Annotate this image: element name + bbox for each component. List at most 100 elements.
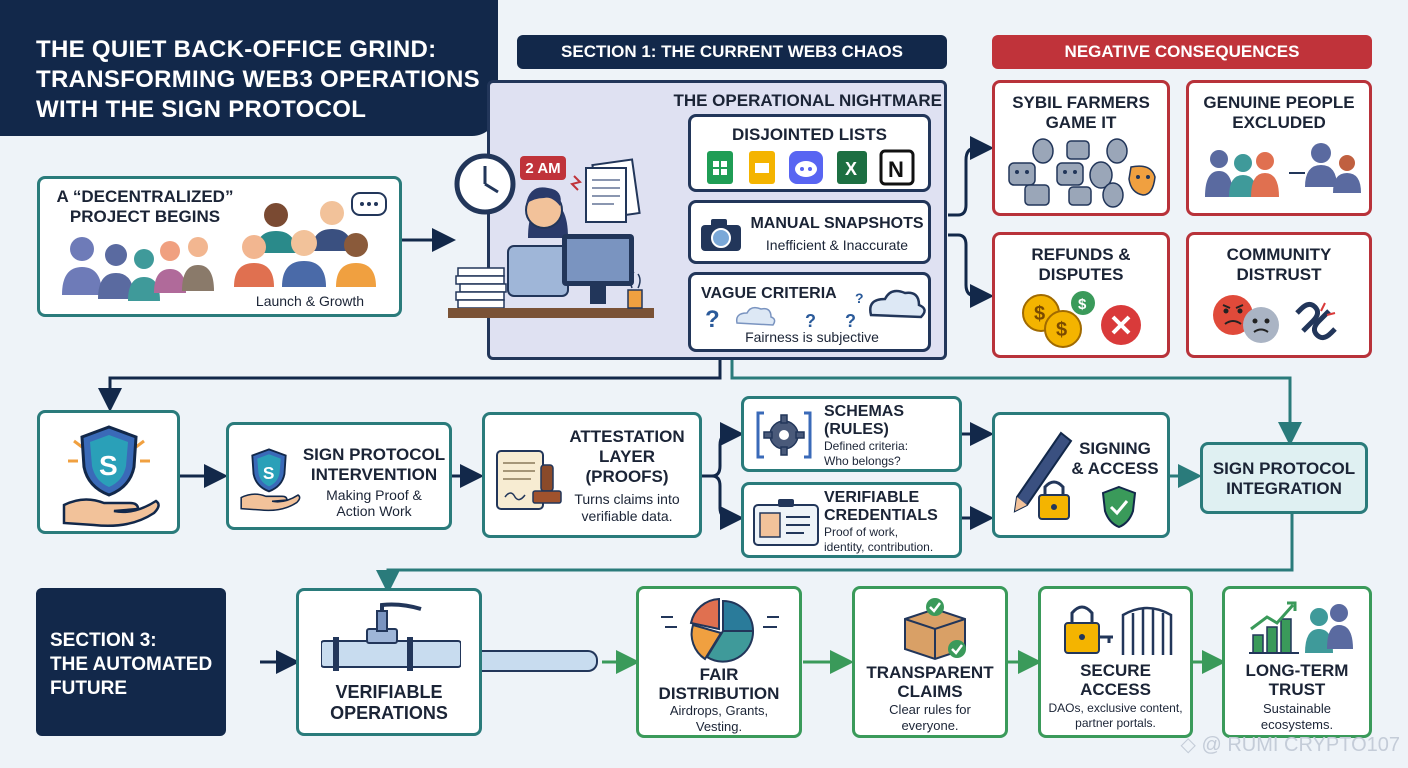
signing-access-card: SIGNING & ACCESS (992, 412, 1170, 538)
intervention-title-1: SIGN PROTOCOL (302, 445, 446, 464)
claims-title-2: CLAIMS (897, 682, 963, 701)
credentials-sub-1: Proof of work, (824, 525, 899, 539)
team-people-icon (234, 192, 387, 287)
signing-title-2: & ACCESS (1071, 459, 1159, 478)
svg-text:?: ? (845, 311, 856, 331)
credentials-card: VERIFIABLE CREDENTIALS Proof of work, id… (741, 482, 962, 558)
excluded-people-icon (1205, 143, 1361, 197)
attestation-card: ATTESTATION LAYER (PROOFS) Turns claims … (482, 412, 702, 538)
access-title-2: ACCESS (1080, 680, 1151, 699)
svg-text:X: X (845, 159, 857, 179)
angry-faces-broken-link-icon (1213, 295, 1337, 343)
intervention-sub-1: Making Proof & (326, 487, 422, 503)
schemas-card: SCHEMAS (RULES) Defined criteria: Who be… (741, 396, 962, 472)
signing-title-1: SIGNING (1079, 439, 1151, 458)
trust-title-2: TRUST (1268, 680, 1326, 699)
integration-title-1: SIGN PROTOCOL (1212, 459, 1356, 478)
access-sub-2: partner portals. (1075, 716, 1156, 730)
shield-hand-icon: S (62, 425, 160, 527)
svg-text:?: ? (855, 290, 864, 306)
ops-title-2: OPERATIONS (330, 703, 448, 723)
clock-badge: 2 AM (520, 156, 566, 180)
refunds-title-1: REFUNDS & (1031, 245, 1131, 264)
svg-text:?: ? (805, 311, 816, 331)
google-sheets-icon (707, 151, 733, 184)
project-title-1: A “DECENTRALIZED” (56, 187, 234, 206)
camera-icon (701, 219, 741, 251)
cloud-question-icon: ? ? ? ? (705, 289, 926, 331)
credentials-title-2: CREDENTIALS (824, 507, 938, 524)
discord-icon (789, 151, 823, 184)
claims-sub-2: everyone. (901, 718, 959, 733)
ops-title-1: VERIFIABLE (335, 682, 443, 702)
check-shield-icon (1101, 485, 1137, 529)
criteria-subtitle: Fairness is subjective (745, 329, 879, 345)
watermark: ◇ @ RUMI CRYPTO107 (1180, 734, 1400, 756)
community-distrust-card: COMMUNITY DISTRUST (1186, 232, 1372, 358)
svg-text:S: S (263, 463, 275, 483)
panel-title: THE OPERATIONAL NIGHTMARE (673, 91, 942, 110)
section3-header: SECTION 3: THE AUTOMATED FUTURE (36, 588, 226, 736)
svg-text:N: N (888, 157, 904, 182)
attestation-sub-2: verifiable data. (581, 508, 673, 524)
google-slides-icon (749, 151, 775, 184)
svg-text:$: $ (1078, 296, 1087, 313)
sign-protocol-integration-box: SIGN PROTOCOL INTEGRATION (1200, 442, 1368, 514)
pie-chart-icon (661, 597, 779, 663)
section3-header-1: SECTION 3: (50, 630, 157, 651)
community-people-icon (62, 237, 214, 301)
project-begins-card: A “DECENTRALIZED” PROJECT BEGINS Launch … (37, 176, 402, 317)
claims-sub-1: Clear rules for (889, 702, 971, 717)
title-line-3: WITH THE SIGN PROTOCOL (36, 96, 367, 123)
trust-sub-2: ecosystems. (1260, 717, 1334, 732)
project-subtitle: Launch & Growth (255, 293, 365, 309)
schemas-title-1: SCHEMAS (824, 403, 905, 420)
sybil-title-2: GAME IT (1045, 113, 1117, 132)
access-sub-1: DAOs, exclusive content, (1048, 701, 1183, 715)
id-card-icon (753, 499, 819, 546)
integration-title-2: INTEGRATION (1226, 479, 1342, 498)
negative-consequences-header: NEGATIVE CONSEQUENCES (992, 35, 1372, 69)
excluded-title-1: GENUINE PEOPLE (1203, 93, 1355, 112)
sybil-farmers-card: SYBIL FARMERS GAME IT (992, 80, 1170, 216)
credentials-sub-2: identity, contribution. (824, 540, 934, 554)
vague-criteria-card: VAGUE CRITERIA ? ? ? ? Fairness is subje… (688, 272, 931, 352)
attestation-sub-1: Turns claims into (574, 491, 680, 507)
long-term-trust-card: LONG-TERM TRUST Sustainable ecosystems. (1222, 586, 1372, 738)
excluded-title-2: EXCLUDED (1232, 113, 1326, 132)
intervention-card: S SIGN PROTOCOL INTERVENTION Making Proo… (226, 422, 452, 530)
pen-lock-icon (1013, 431, 1073, 520)
svg-text:S: S (99, 450, 118, 481)
credentials-title-1: VERIFIABLE (824, 489, 920, 506)
sign-shield-card: S (37, 410, 180, 534)
distrust-title-2: DISTRUST (1236, 265, 1322, 284)
svg-text:$: $ (1056, 319, 1067, 341)
stressed-worker-illustration (448, 153, 654, 318)
fair-sub-2: Vesting. (695, 719, 743, 734)
coins-x-icon: $ $ $ (1022, 291, 1141, 348)
secure-access-card: SECURE ACCESS DAOs, exclusive content, p… (1038, 586, 1193, 738)
box-check-icon (904, 598, 966, 661)
fair-title-1: FAIR (699, 665, 739, 684)
fair-title-2: DISTRIBUTION (658, 684, 780, 703)
notion-icon: N (879, 149, 915, 186)
title-banner: THE QUIET BACK-OFFICE GRIND: TRANSFORMIN… (0, 0, 498, 136)
svg-text:$: $ (1034, 303, 1045, 325)
attestation-title-1: ATTESTATION (569, 427, 685, 446)
intervention-title-2: INTERVENTION (310, 465, 438, 484)
intervention-sub-2: Action Work (336, 503, 412, 519)
shield-hand-small-icon: S (240, 448, 301, 512)
distrust-title-1: COMMUNITY (1226, 245, 1332, 264)
title-line-2: TRANSFORMING WEB3 OPERATIONS (36, 66, 480, 93)
section3-header-2: THE AUTOMATED (50, 654, 213, 675)
lock-gate-icon (1064, 605, 1173, 655)
refunds-disputes-card: REFUNDS & DISPUTES $ $ $ (992, 232, 1170, 358)
section3-header-3: FUTURE (50, 678, 128, 699)
growth-chart-person-icon (1249, 601, 1353, 654)
scroll-stamp-icon (496, 450, 562, 510)
svg-text:?: ? (705, 306, 720, 331)
fair-sub-1: Airdrops, Grants, (669, 703, 769, 718)
manual-snapshots-card: MANUAL SNAPSHOTS Inefficient & Inaccurat… (688, 200, 931, 264)
schemas-title-2: (RULES) (824, 421, 889, 438)
